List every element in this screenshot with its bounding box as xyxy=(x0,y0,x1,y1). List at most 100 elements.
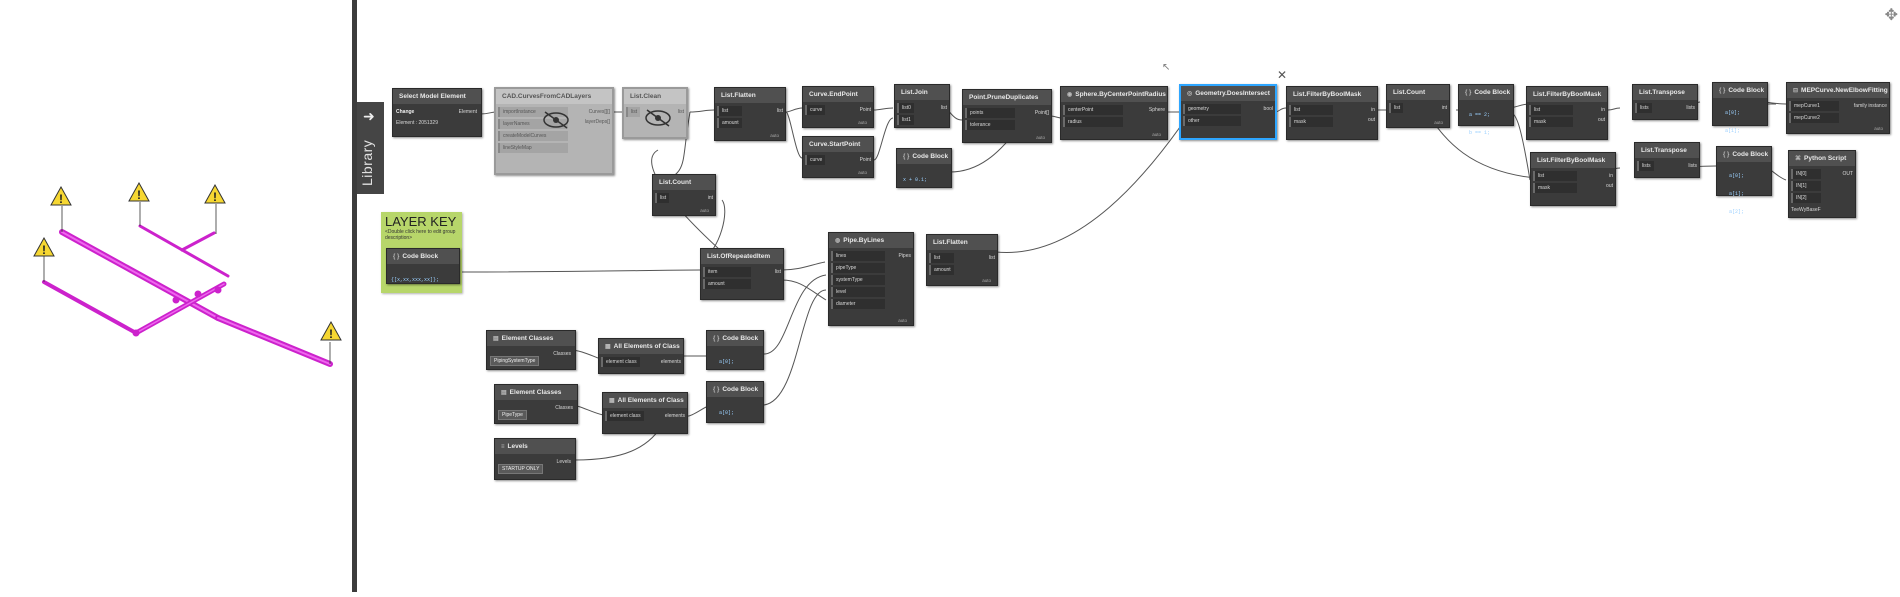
output-port[interactable]: Curves[][] xyxy=(588,109,610,115)
input-port[interactable]: amount xyxy=(703,279,751,289)
list-clean-node[interactable]: List.Clean list list xyxy=(622,87,688,139)
input-port[interactable]: lists xyxy=(1637,161,1654,171)
output-port[interactable]: family instance xyxy=(1853,103,1887,109)
node-header[interactable]: List.FilterByBoolMask xyxy=(1527,87,1607,102)
lacing-indicator[interactable]: auto xyxy=(982,278,991,283)
output-port[interactable]: in xyxy=(1371,107,1375,113)
select-model-element-node[interactable]: Select Model Element Change Element Elem… xyxy=(392,88,482,137)
output-port[interactable]: out xyxy=(1606,183,1613,189)
node-header[interactable]: Point.PruneDuplicates xyxy=(963,90,1051,105)
input-port[interactable]: importInstance xyxy=(498,107,568,117)
input-port[interactable]: mask xyxy=(1533,183,1577,193)
node-header[interactable]: { }Code Block xyxy=(387,249,459,264)
output-port[interactable]: in xyxy=(1601,107,1605,113)
pipe-by-lines-node[interactable]: ◍Pipe.ByLines lines pipeType systemType … xyxy=(828,232,914,326)
output-port[interactable]: int xyxy=(707,195,713,201)
lacing-indicator[interactable]: auto xyxy=(770,133,779,138)
element-classes-node[interactable]: ▤Element Classes PipeType Classes xyxy=(494,384,578,424)
output-port[interactable]: Sphere xyxy=(1148,107,1165,113)
input-port[interactable]: other xyxy=(1183,116,1241,126)
output-port[interactable]: list xyxy=(988,255,995,261)
node-header[interactable]: List.Flatten xyxy=(927,235,997,250)
warning-icon[interactable]: ! xyxy=(33,237,55,257)
node-header[interactable]: ≡Levels xyxy=(495,439,575,454)
output-port[interactable]: list xyxy=(776,108,783,114)
code-block-layer-node[interactable]: { }Code Block {[x,xx,xxx,xx]}; xyxy=(386,248,460,284)
input-port[interactable]: curve xyxy=(805,105,826,115)
input-port[interactable]: mask xyxy=(1289,117,1333,127)
code-text[interactable]: a[0]; a[1]; xyxy=(1725,110,1741,134)
input-port[interactable]: list xyxy=(1389,103,1404,113)
node-header[interactable]: { }Code Block xyxy=(897,149,951,164)
input-port[interactable]: mepCurve2 xyxy=(1789,113,1839,123)
node-header[interactable]: List.FilterByBoolMask xyxy=(1531,153,1615,168)
node-header[interactable]: ◎Geometry.DoesIntersect xyxy=(1181,86,1275,101)
input-port[interactable]: list xyxy=(1529,105,1573,115)
output-port[interactable]: Levels xyxy=(556,459,571,465)
node-header[interactable]: ▦All Elements of Class xyxy=(603,393,687,408)
node-header[interactable]: ▤Element Classes xyxy=(487,331,575,346)
output-port[interactable]: Point[] xyxy=(1034,110,1049,116)
code-block-node[interactable]: { }Code Block x + 0.1; xyxy=(896,148,952,188)
input-port[interactable]: curve xyxy=(805,155,826,165)
lacing-indicator[interactable]: auto xyxy=(1152,132,1161,137)
input-port[interactable]: points xyxy=(965,108,1015,118)
output-port[interactable]: Point xyxy=(859,157,871,163)
node-header[interactable]: { }Code Block xyxy=(1713,83,1767,98)
library-tab[interactable]: ➜ Library xyxy=(357,102,384,194)
list-transpose-node[interactable]: List.Transpose lists lists xyxy=(1632,84,1698,120)
input-port[interactable]: mask xyxy=(1529,117,1573,127)
output-port[interactable]: list xyxy=(774,269,781,275)
output-port[interactable]: OUT xyxy=(1842,171,1853,177)
input-port[interactable]: item xyxy=(703,267,751,277)
output-port[interactable]: Classes xyxy=(553,351,571,357)
code-block-node[interactable]: { }Code Block a == 2; b == 1; xyxy=(1458,84,1514,136)
element-class-dropdown[interactable]: PipeType xyxy=(498,410,527,420)
node-header[interactable]: List.FilterByBoolMask xyxy=(1287,87,1377,102)
cad-curves-from-layers-node[interactable]: CAD.CurvesFromCADLayers importInstance l… xyxy=(494,87,614,175)
input-port[interactable]: list xyxy=(655,193,670,203)
list-count-node[interactable]: List.Count list int auto xyxy=(1386,84,1450,128)
list-count-node[interactable]: List.Count list int auto xyxy=(652,174,716,216)
input-port[interactable]: list xyxy=(626,107,641,117)
code-block-node[interactable]: { }Code Block a[0]; xyxy=(706,381,764,423)
node-header[interactable]: CAD.CurvesFromCADLayers xyxy=(496,89,612,104)
input-port[interactable]: list xyxy=(1533,171,1577,181)
code-text[interactable]: {[x,xx,xxx,xx]}; xyxy=(391,277,440,283)
input-port[interactable]: element class xyxy=(601,357,640,367)
lacing-indicator[interactable]: auto xyxy=(898,318,907,323)
input-port[interactable]: systemType xyxy=(831,275,885,285)
node-header[interactable]: List.Clean xyxy=(624,89,686,104)
input-port[interactable]: amount xyxy=(929,265,954,275)
node-header[interactable]: Curve.StartPoint xyxy=(803,137,873,152)
input-port[interactable]: IN[1] xyxy=(1791,181,1821,191)
curve-startpoint-node[interactable]: Curve.StartPoint curve Point auto xyxy=(802,136,874,178)
warning-icon[interactable]: ! xyxy=(50,186,72,206)
warning-icon[interactable]: ! xyxy=(320,321,342,341)
output-port[interactable]: out xyxy=(1368,117,1375,123)
group-description[interactable]: <Double click here to edit group descrip… xyxy=(385,229,456,241)
output-port[interactable]: Pipes xyxy=(898,253,911,259)
node-header[interactable]: List.Transpose xyxy=(1633,85,1697,100)
input-port[interactable]: lists xyxy=(1635,103,1652,113)
node-header[interactable]: ▤Element Classes xyxy=(495,385,577,400)
level-dropdown[interactable]: STARTUP ONLY xyxy=(498,464,544,474)
output-port[interactable]: Element xyxy=(458,109,477,115)
output-port[interactable]: list xyxy=(677,109,684,115)
output-port[interactable]: Point xyxy=(859,107,871,113)
input-port[interactable]: amount xyxy=(717,118,742,128)
list-of-repeated-item-node[interactable]: List.OfRepeatedItem item amount list xyxy=(700,248,784,300)
input-port[interactable]: lineStyleMap xyxy=(498,143,568,153)
node-header[interactable]: List.Count xyxy=(1387,85,1449,100)
node-header[interactable]: List.OfRepeatedItem xyxy=(701,249,783,264)
node-header[interactable]: Select Model Element xyxy=(393,89,481,104)
lacing-indicator[interactable]: auto xyxy=(1874,126,1883,131)
lacing-indicator[interactable]: auto xyxy=(858,170,867,175)
output-port[interactable]: Classes xyxy=(555,405,573,411)
output-port[interactable]: elements xyxy=(660,359,681,365)
pane-divider[interactable] xyxy=(352,0,357,592)
